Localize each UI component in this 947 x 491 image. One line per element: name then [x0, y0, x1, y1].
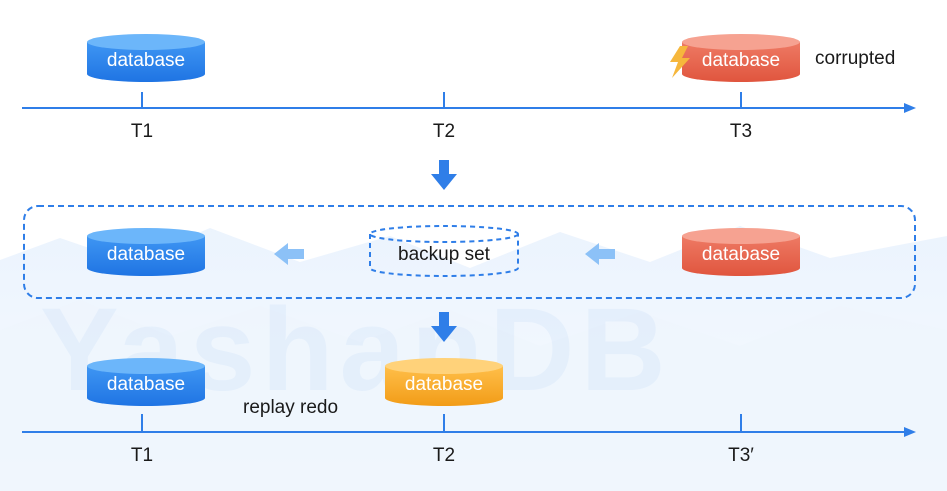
corrupted-label: corrupted — [815, 48, 895, 69]
top-database-t3: database — [682, 34, 800, 82]
top-tick-label-t3: T3 — [730, 121, 752, 142]
backup-set-cylinder: backup set — [369, 225, 519, 277]
bottom-database-t2: database — [385, 358, 503, 406]
arrow-down-icon — [431, 160, 457, 190]
bottom-database-t1-label: database — [107, 374, 185, 395]
top-tick-label-t2: T2 — [433, 121, 455, 142]
middle-database-right: database — [682, 228, 800, 276]
top-database-t3-label: database — [702, 50, 780, 71]
lightning-icon — [670, 46, 690, 78]
arrow-left-icon — [274, 243, 304, 265]
replay-redo-label: replay redo — [243, 397, 338, 418]
bottom-database-t1: database — [87, 358, 205, 406]
background-decoration: YashanDB — [0, 226, 947, 491]
top-database-t1: database — [87, 34, 205, 82]
top-database-t1-label: database — [107, 50, 185, 71]
top-tick-label-t1: T1 — [131, 121, 153, 142]
bottom-timeline-arrowhead — [904, 427, 916, 437]
middle-database-right-label: database — [702, 244, 780, 265]
middle-database-left-label: database — [107, 244, 185, 265]
bottom-tick-label-t1: T1 — [131, 445, 153, 466]
top-timeline-arrowhead — [904, 103, 916, 113]
backup-set-label: backup set — [398, 244, 491, 265]
recovery-box-frame — [23, 205, 916, 299]
bottom-tick-label-t2: T2 — [433, 445, 455, 466]
top-timeline: T1 T2 T3 database database corrupted — [22, 34, 916, 142]
bottom-tick-label-t3-prime: T3′ — [728, 445, 754, 466]
arrow-left-icon — [585, 243, 615, 265]
recovery-box: database backup set database — [23, 205, 916, 299]
bottom-database-t2-label: database — [405, 374, 483, 395]
middle-database-left: database — [87, 228, 205, 276]
arrow-down-icon — [431, 312, 457, 342]
bottom-timeline: T1 T2 T3′ database replay redo database — [22, 358, 916, 466]
